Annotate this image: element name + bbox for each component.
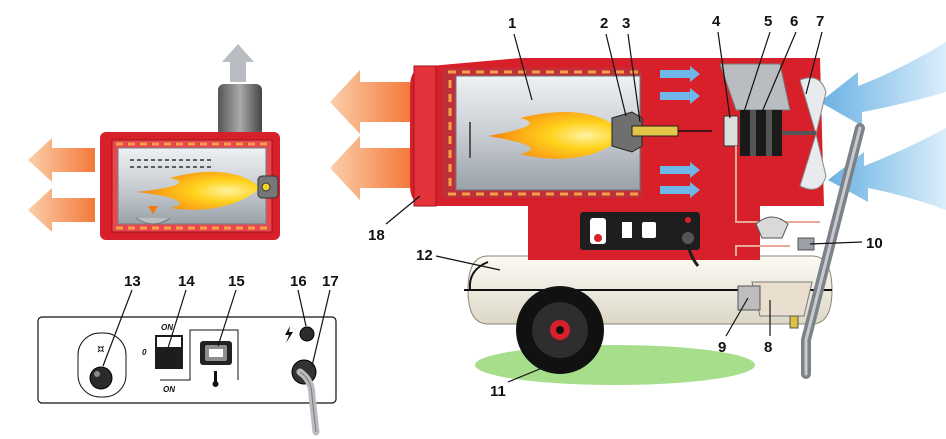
hot-air-arrow bbox=[330, 136, 410, 200]
callout-16: 16 bbox=[290, 273, 307, 290]
wheel-icon bbox=[516, 286, 604, 374]
callout-10: 10 bbox=[866, 235, 883, 252]
callout-leaders bbox=[102, 31, 863, 383]
main-heater-illustration bbox=[330, 42, 946, 385]
callout-2: 2 bbox=[600, 15, 608, 32]
indirect-heater-illustration bbox=[28, 44, 280, 240]
fuel-line bbox=[735, 146, 820, 256]
hot-air-arrow bbox=[28, 188, 95, 232]
callout-4: 4 bbox=[712, 13, 721, 30]
electrodes bbox=[631, 125, 679, 137]
callout-7: 7 bbox=[816, 13, 824, 30]
fuel-filter bbox=[755, 216, 789, 239]
flame-icon bbox=[136, 171, 258, 210]
pump-bowl bbox=[751, 281, 813, 317]
cold-air-arrow bbox=[820, 42, 946, 126]
chimney bbox=[218, 84, 262, 136]
power-indicator-lamp bbox=[299, 326, 315, 342]
control-panel: ¤ ON 0 ON bbox=[37, 316, 337, 436]
burner-head bbox=[611, 111, 643, 153]
switch-on-label-top: ON bbox=[161, 323, 173, 332]
callout-6: 6 bbox=[790, 13, 798, 30]
callout-18: 18 bbox=[368, 227, 385, 244]
fan-motor bbox=[740, 110, 782, 156]
switch-on-label-bottom: ON bbox=[163, 385, 175, 394]
flame-sensor-glyph: ¤ bbox=[97, 342, 105, 356]
fuel-pickup bbox=[737, 285, 761, 311]
callout-3: 3 bbox=[622, 15, 630, 32]
internal-airflow-markers bbox=[660, 66, 700, 198]
callout-12: 12 bbox=[416, 247, 433, 264]
thermostat-frame bbox=[160, 329, 239, 381]
lightning-icon bbox=[285, 326, 293, 343]
photocell bbox=[723, 115, 739, 147]
thermometer-icon bbox=[212, 371, 219, 387]
flame-icon bbox=[488, 112, 618, 159]
body-control-box bbox=[580, 212, 700, 250]
switch-off-label: 0 bbox=[142, 348, 147, 357]
hot-air-arrow bbox=[28, 138, 95, 182]
exhaust-arrow bbox=[222, 44, 254, 82]
callout-1: 1 bbox=[508, 15, 516, 32]
cold-air-arrow bbox=[828, 128, 946, 210]
callout-17: 17 bbox=[322, 273, 339, 290]
callout-5: 5 bbox=[764, 13, 772, 30]
callout-13: 13 bbox=[124, 273, 141, 290]
callout-15: 15 bbox=[228, 273, 245, 290]
callout-8: 8 bbox=[764, 339, 772, 356]
callout-9: 9 bbox=[718, 339, 726, 356]
reset-button[interactable] bbox=[89, 366, 113, 390]
ground-shadow bbox=[475, 345, 755, 385]
callout-11: 11 bbox=[490, 383, 506, 400]
callout-14: 14 bbox=[178, 273, 195, 290]
callout-numbers: 1 2 3 4 5 6 7 8 9 10 11 12 13 14 15 16 1… bbox=[124, 13, 883, 400]
hot-air-arrow bbox=[330, 70, 410, 134]
power-switch-icon[interactable] bbox=[155, 335, 183, 369]
